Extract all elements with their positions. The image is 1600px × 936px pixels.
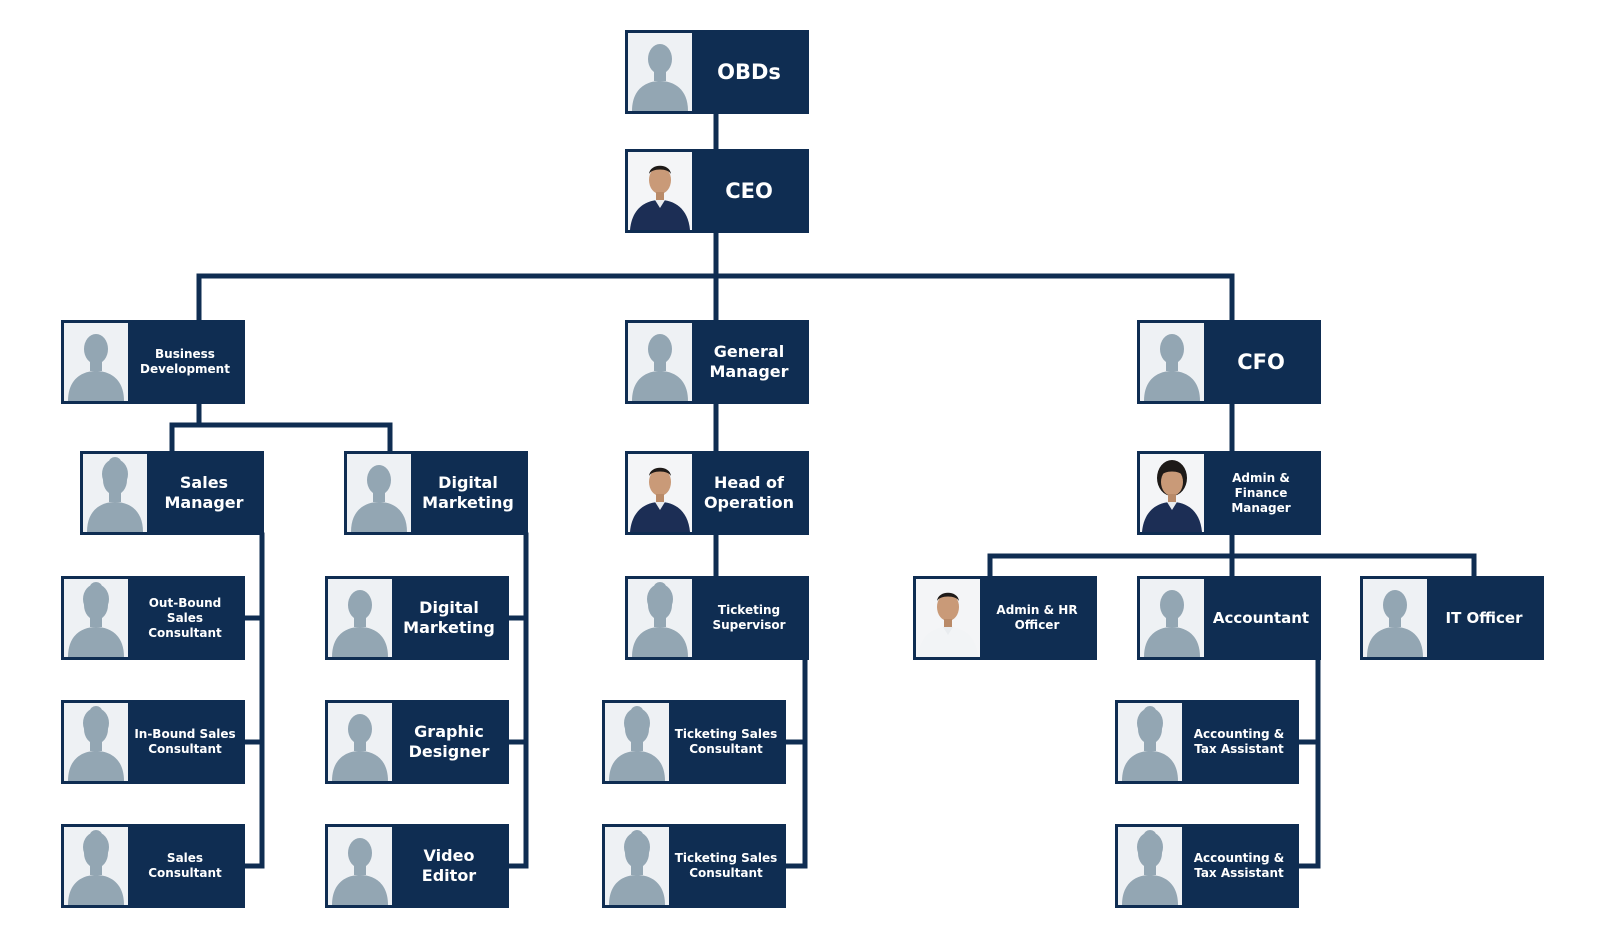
person-silhouette-icon	[328, 579, 392, 657]
node-ceo: CEO	[625, 149, 809, 233]
avatar	[1118, 703, 1182, 781]
node-title: Admin & HR Officer	[996, 603, 1078, 632]
person-silhouette-icon	[83, 454, 147, 532]
node-graphic-designer: Graphic Designer	[325, 700, 509, 784]
person-photo-icon	[628, 152, 692, 230]
person-silhouette-icon	[64, 827, 128, 905]
node-business-development: Business Development	[61, 320, 245, 404]
node-title: Sales Manager	[164, 473, 244, 512]
avatar	[605, 827, 669, 905]
node-ticketing-supervisor: Ticketing Supervisor	[625, 576, 809, 660]
node-digital-marketing: Digital Marketing	[344, 451, 528, 535]
avatar	[64, 323, 128, 401]
avatar	[1363, 579, 1427, 657]
node-admin-hr-officer: Admin & HR Officer	[913, 576, 1097, 660]
avatar	[628, 454, 692, 532]
avatar	[347, 454, 411, 532]
node-accountant: Accountant	[1137, 576, 1321, 660]
node-head-of-operation: Head of Operation	[625, 451, 809, 535]
avatar	[1140, 579, 1204, 657]
avatar	[64, 827, 128, 905]
person-silhouette-icon	[347, 454, 411, 532]
node-it-officer: IT Officer	[1360, 576, 1544, 660]
person-photo-icon	[916, 579, 980, 657]
node-title: In-Bound Sales Consultant	[134, 727, 236, 756]
avatar	[605, 703, 669, 781]
person-silhouette-icon	[64, 579, 128, 657]
node-title: Business Development	[140, 347, 230, 376]
node-title: Accountant	[1212, 608, 1310, 627]
avatar	[628, 33, 692, 111]
node-obds: OBDs	[625, 30, 809, 114]
node-title: Ticketing Sales Consultant	[674, 851, 778, 880]
person-silhouette-icon	[628, 323, 692, 401]
node-title: Accounting & Tax Assistant	[1193, 727, 1285, 756]
node-title: CFO	[1237, 349, 1285, 374]
node-sales-manager: Sales Manager	[80, 451, 264, 535]
node-ticketing-sales-consultant-1: Ticketing Sales Consultant	[602, 700, 786, 784]
node-title: Video Editor	[421, 846, 477, 885]
person-photo-icon	[1140, 454, 1204, 532]
node-title: Ticketing Sales Consultant	[674, 727, 778, 756]
avatar	[1140, 323, 1204, 401]
avatar	[916, 579, 980, 657]
person-silhouette-icon	[628, 33, 692, 111]
node-title: Graphic Designer	[408, 722, 490, 761]
avatar	[328, 703, 392, 781]
person-silhouette-icon	[328, 703, 392, 781]
node-title: OBDs	[717, 59, 781, 84]
person-silhouette-icon	[1363, 579, 1427, 657]
node-general-manager: General Manager	[625, 320, 809, 404]
avatar	[1118, 827, 1182, 905]
node-title: Head of Operation	[703, 473, 795, 512]
avatar	[64, 579, 128, 657]
node-title: Out-Bound Sales Consultant	[148, 595, 222, 640]
avatar	[1140, 454, 1204, 532]
avatar	[328, 579, 392, 657]
node-cfo: CFO	[1137, 320, 1321, 404]
node-title: CEO	[725, 178, 773, 203]
person-silhouette-icon	[1118, 703, 1182, 781]
person-silhouette-icon	[64, 323, 128, 401]
node-video-editor: Video Editor	[325, 824, 509, 908]
node-admin-finance-manager: Admin & Finance Manager	[1137, 451, 1321, 535]
node-title: Ticketing Supervisor	[712, 603, 786, 632]
node-title: IT Officer	[1445, 608, 1523, 627]
node-title: Accounting & Tax Assistant	[1193, 851, 1285, 880]
avatar	[628, 323, 692, 401]
avatar	[628, 579, 692, 657]
node-title: Digital Marketing	[403, 598, 495, 637]
avatar	[83, 454, 147, 532]
person-silhouette-icon	[1140, 579, 1204, 657]
person-silhouette-icon	[605, 703, 669, 781]
avatar	[64, 703, 128, 781]
node-outbound-sales-consultant: Out-Bound Sales Consultant	[61, 576, 245, 660]
person-silhouette-icon	[1140, 323, 1204, 401]
node-title: Digital Marketing	[422, 473, 514, 512]
avatar	[328, 827, 392, 905]
node-inbound-sales-consultant: In-Bound Sales Consultant	[61, 700, 245, 784]
person-silhouette-icon	[328, 827, 392, 905]
node-title: Admin & Finance Manager	[1231, 470, 1291, 515]
person-silhouette-icon	[605, 827, 669, 905]
person-silhouette-icon	[1118, 827, 1182, 905]
person-silhouette-icon	[64, 703, 128, 781]
node-ticketing-sales-consultant-2: Ticketing Sales Consultant	[602, 824, 786, 908]
node-title: Sales Consultant	[148, 851, 222, 880]
person-photo-icon	[628, 454, 692, 532]
person-silhouette-icon	[628, 579, 692, 657]
node-digital-marketing-staff: Digital Marketing	[325, 576, 509, 660]
avatar	[628, 152, 692, 230]
node-sales-consultant: Sales Consultant	[61, 824, 245, 908]
node-accounting-tax-assistant-1: Accounting & Tax Assistant	[1115, 700, 1299, 784]
node-accounting-tax-assistant-2: Accounting & Tax Assistant	[1115, 824, 1299, 908]
node-title: General Manager	[709, 342, 789, 381]
